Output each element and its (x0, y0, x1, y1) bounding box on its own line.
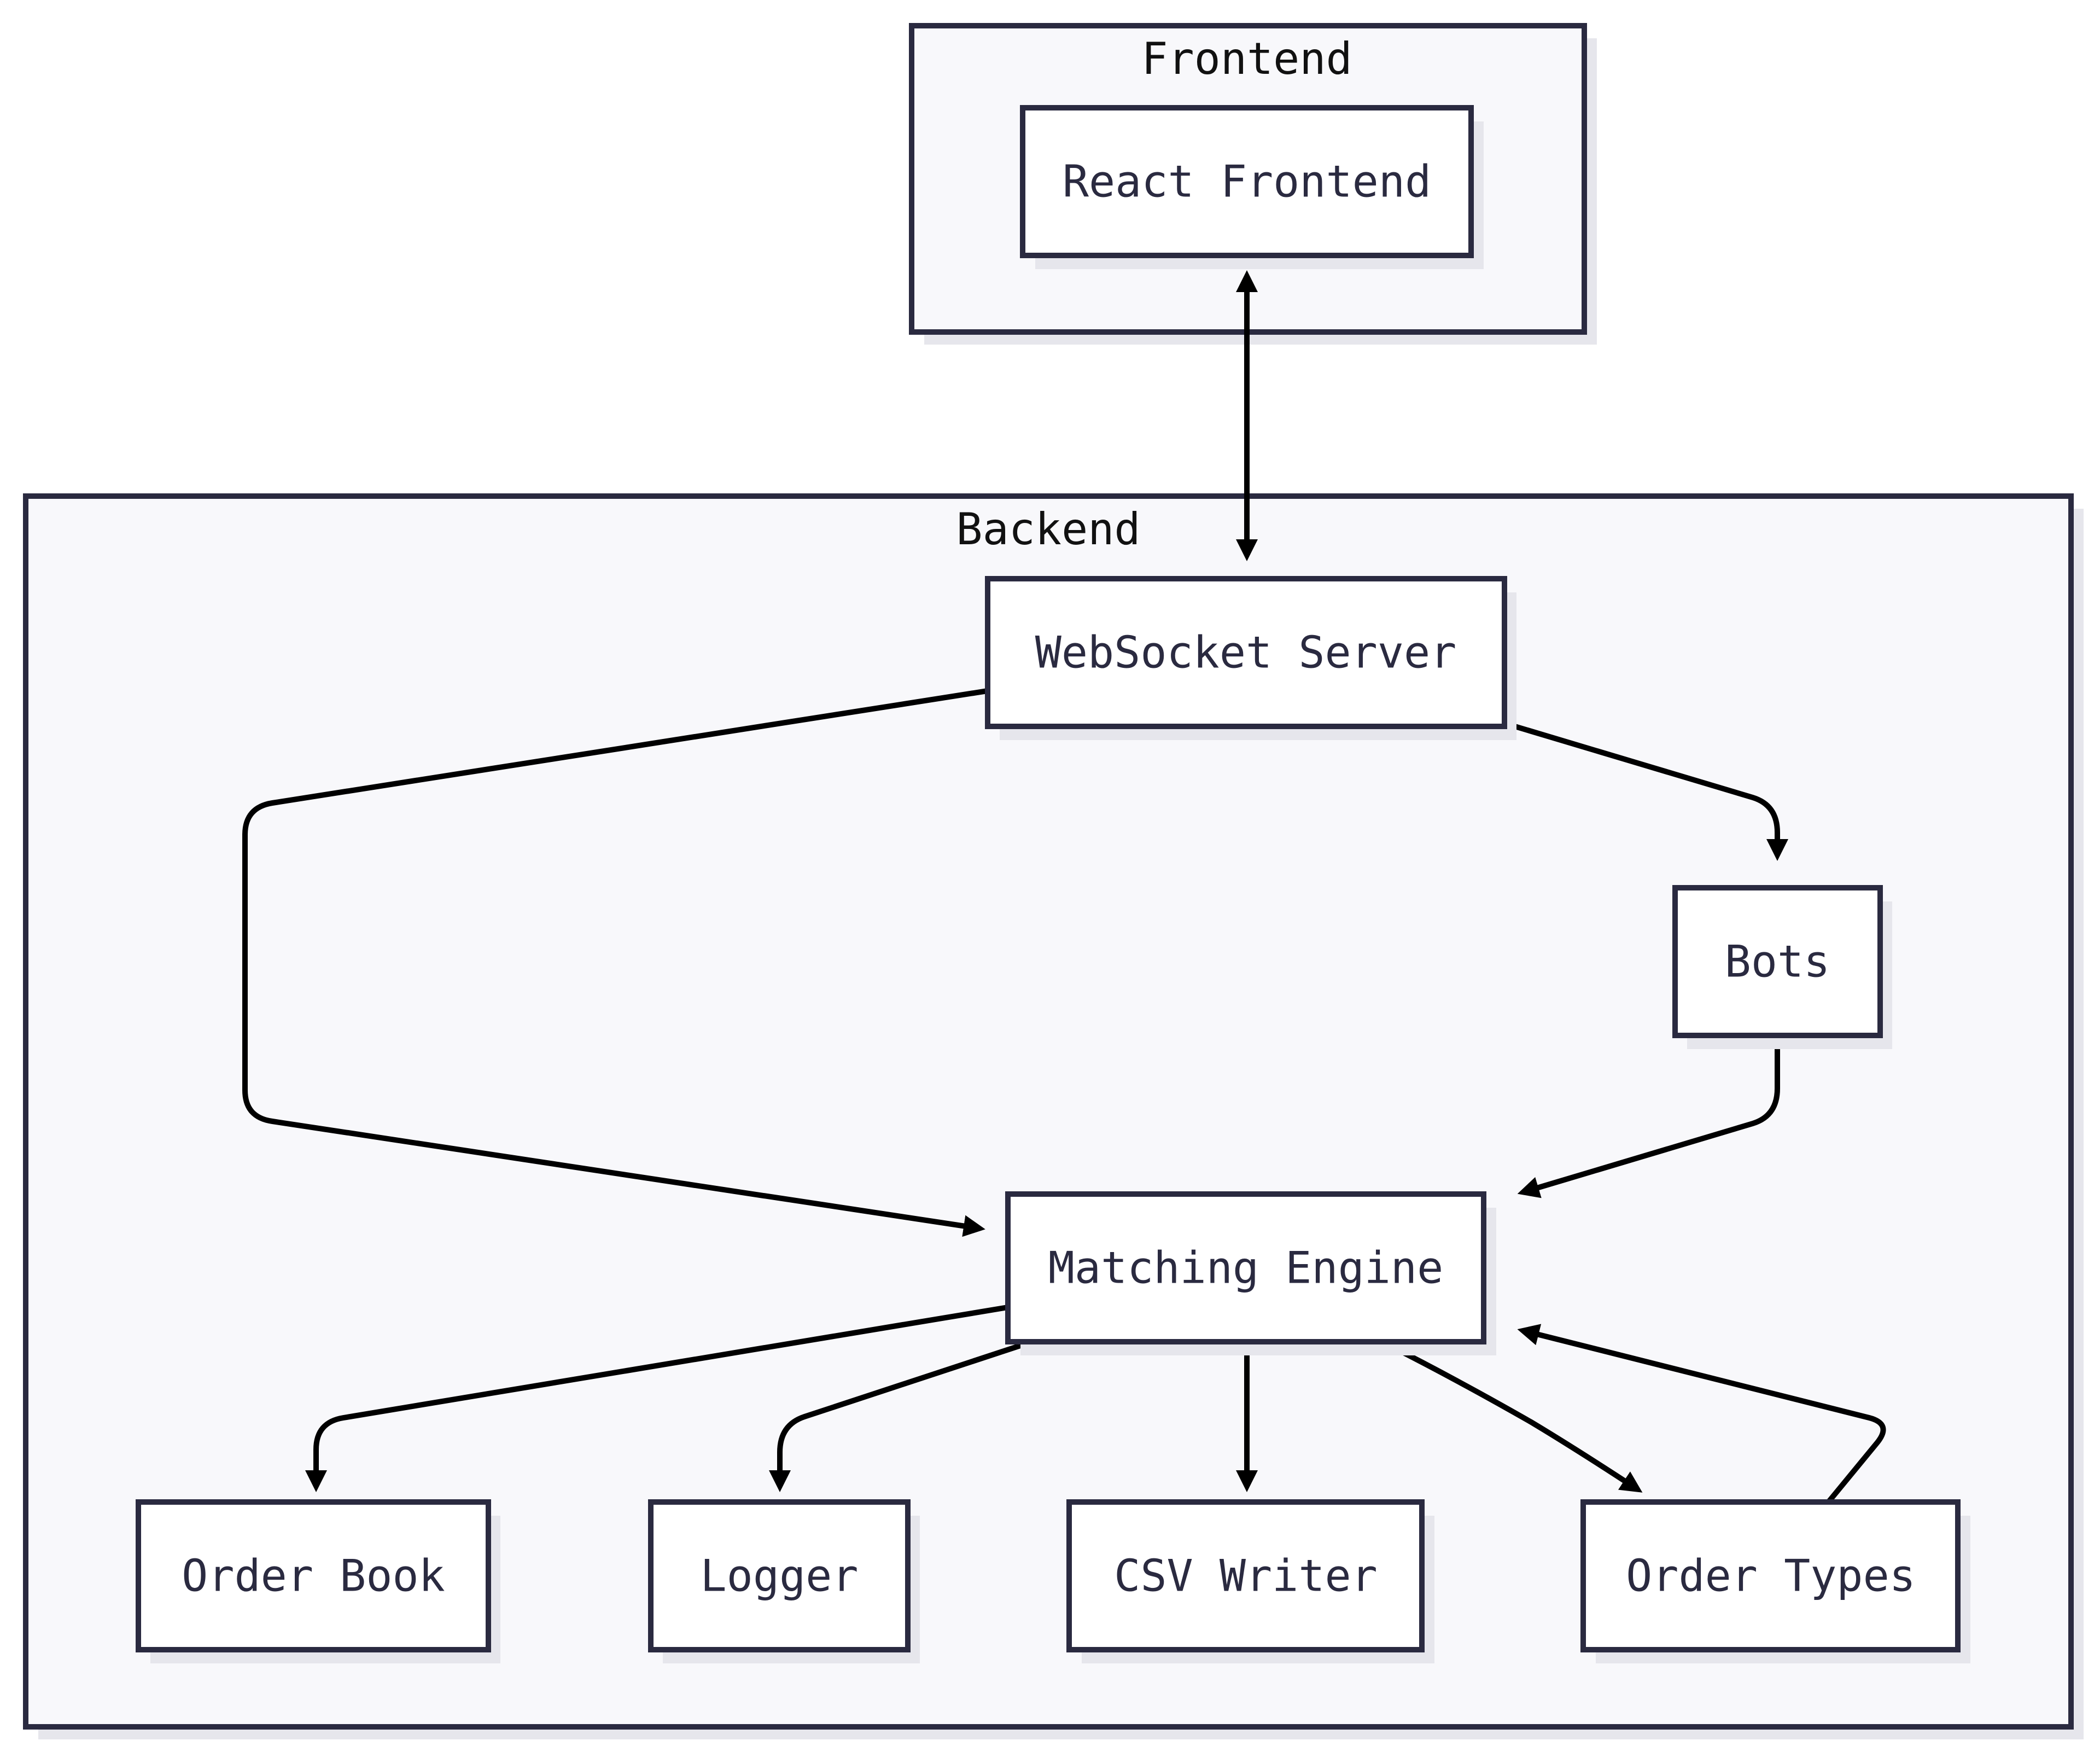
node-label: Logger (701, 1551, 859, 1602)
edges (242, 270, 1886, 1503)
edge-websocket-bots (1503, 720, 1788, 861)
node-order-types[interactable]: Order Types (1580, 1499, 1970, 1663)
node-label: CSV Writer (1114, 1551, 1378, 1602)
node-label: WebSocket Server (1035, 627, 1457, 678)
node-matching-engine[interactable]: Matching Engine (1005, 1191, 1496, 1355)
edge-matching-ordertypes (1385, 1341, 1643, 1493)
edge-ordertypes-matching (1517, 1324, 1886, 1503)
node-logger[interactable]: Logger (648, 1499, 920, 1663)
edge-matching-orderbook (305, 1305, 1008, 1492)
node-label: Order Types (1626, 1551, 1916, 1602)
edge-bots-matching (1517, 1032, 1780, 1198)
node-label: Matching Engine (1048, 1243, 1443, 1294)
node-react-frontend[interactable]: React Frontend (1020, 105, 1484, 269)
edge-websocket-matching (242, 688, 988, 1237)
node-label: Bots (1725, 936, 1830, 987)
frontend-cluster-title: Frontend (1141, 33, 1352, 84)
node-websocket-server[interactable]: WebSocket Server (985, 576, 1516, 740)
node-bots[interactable]: Bots (1672, 885, 1892, 1049)
node-order-book[interactable]: Order Book (136, 1499, 500, 1663)
edge-matching-logger (769, 1341, 1026, 1492)
backend-cluster-title: Backend (956, 504, 1140, 555)
node-label: React Frontend (1063, 156, 1431, 207)
node-csv-writer[interactable]: CSV Writer (1066, 1499, 1434, 1663)
node-label: Order Book (182, 1551, 445, 1602)
